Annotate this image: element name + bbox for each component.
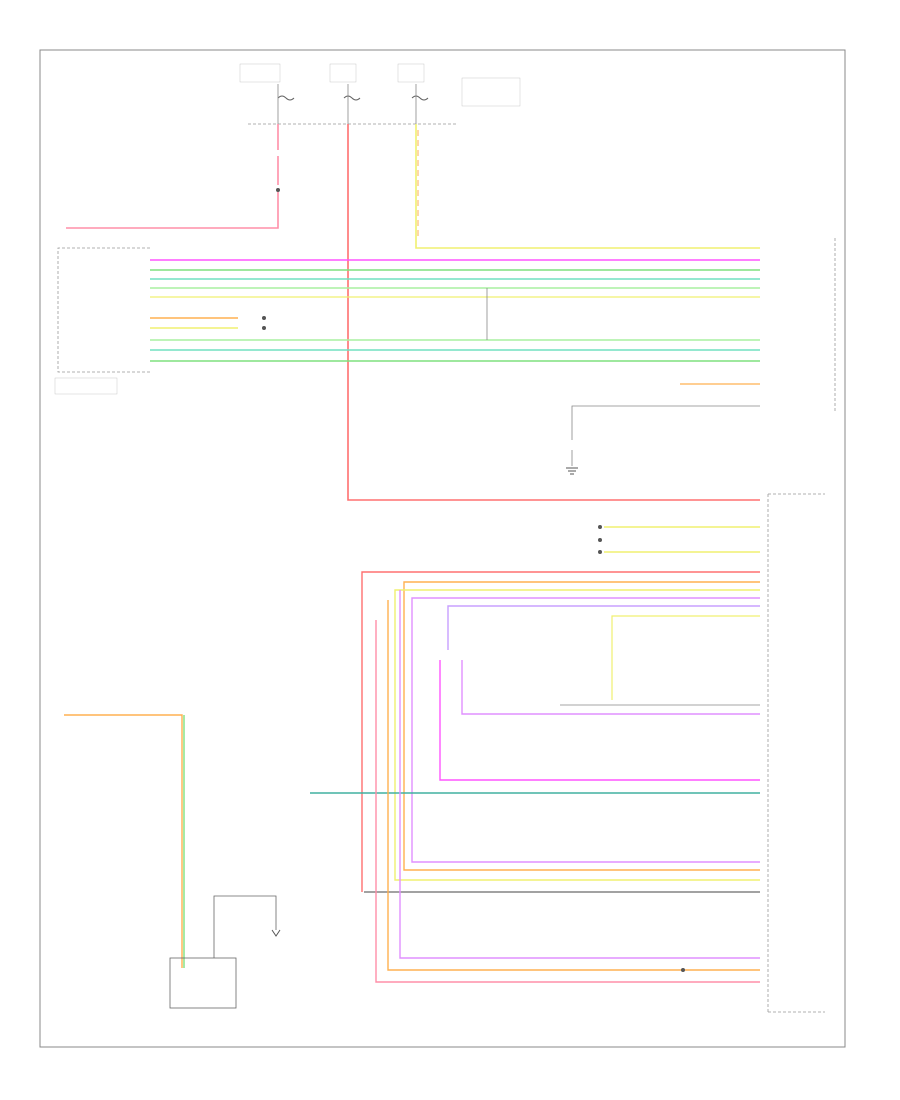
wire-feed-red	[347, 124, 760, 501]
module-label-block	[54, 377, 118, 395]
splice-dot-icon	[681, 968, 685, 972]
upper-bus-wires	[150, 259, 760, 362]
fuse-label-3	[397, 63, 425, 83]
connector-arrow-icon	[598, 525, 602, 529]
ground-branch	[566, 383, 760, 475]
power-distribution-block	[239, 63, 521, 125]
fuse-label-2	[329, 63, 357, 83]
splice-dot-icon	[276, 188, 280, 192]
wire-feed-yellow	[415, 124, 760, 249]
lower-right-module	[767, 493, 825, 1013]
connector-arrow-icon	[598, 550, 602, 554]
fuse-icon	[343, 95, 361, 101]
lower-left-module	[169, 895, 281, 1009]
ground-icon	[566, 467, 578, 475]
connector-arrow-icon	[271, 929, 281, 937]
wire-feed-pink	[66, 124, 280, 229]
fuse-label-1	[239, 63, 281, 83]
lower-yellow-feeds	[598, 525, 760, 554]
connector-arrow-icon	[262, 326, 266, 330]
diagram-frame	[39, 49, 846, 1048]
upper-left-module	[54, 247, 150, 395]
lower-harness-wires	[310, 571, 760, 983]
lower-left-wires	[64, 714, 185, 968]
fuse-icon	[277, 95, 295, 101]
fuse-icon	[411, 95, 429, 101]
connector-arrow-icon	[262, 316, 266, 320]
connector-arrow-icon	[598, 538, 602, 542]
power-center-label	[461, 77, 521, 107]
